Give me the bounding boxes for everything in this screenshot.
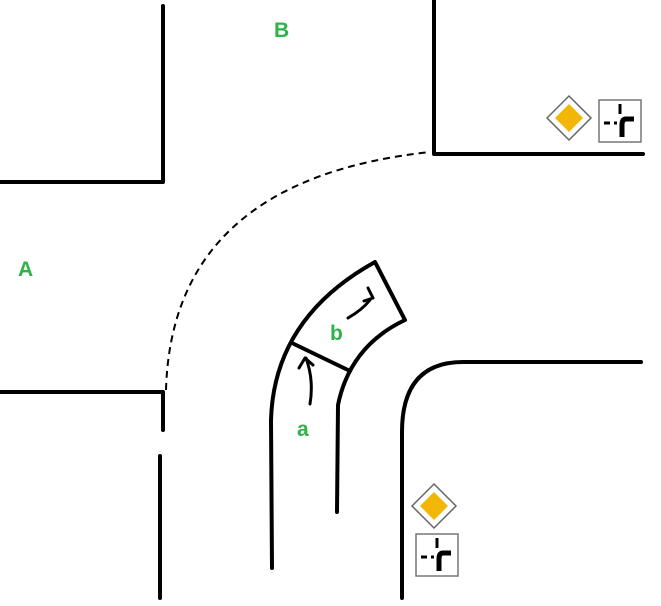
priority-direction-sign-top xyxy=(598,99,642,148)
curb-bottom-left xyxy=(0,390,165,600)
priority-road-diamond-icon xyxy=(410,482,458,530)
lane-stop-line xyxy=(292,342,352,373)
priority-road-sign-top xyxy=(545,94,593,147)
priority-direction-sign-bottom xyxy=(415,533,459,582)
road-label-b: B xyxy=(274,19,290,42)
lane-label-b: b xyxy=(330,322,343,345)
priority-road-sign-bottom xyxy=(410,482,458,535)
curb-bottom-right xyxy=(400,360,643,600)
road-label-a: A xyxy=(18,258,34,281)
curb-top-left xyxy=(0,4,165,184)
priority-route-dashed xyxy=(165,151,431,391)
lane-label-a: a xyxy=(297,418,309,441)
arrow-b-icon xyxy=(346,286,375,320)
priority-direction-supplementary-icon xyxy=(415,533,459,577)
priority-road-diamond-icon xyxy=(545,94,593,142)
priority-direction-supplementary-icon xyxy=(598,99,642,143)
arrow-a-icon xyxy=(297,356,315,406)
curb-top-right xyxy=(432,0,645,156)
lane-outer-line xyxy=(269,260,407,570)
